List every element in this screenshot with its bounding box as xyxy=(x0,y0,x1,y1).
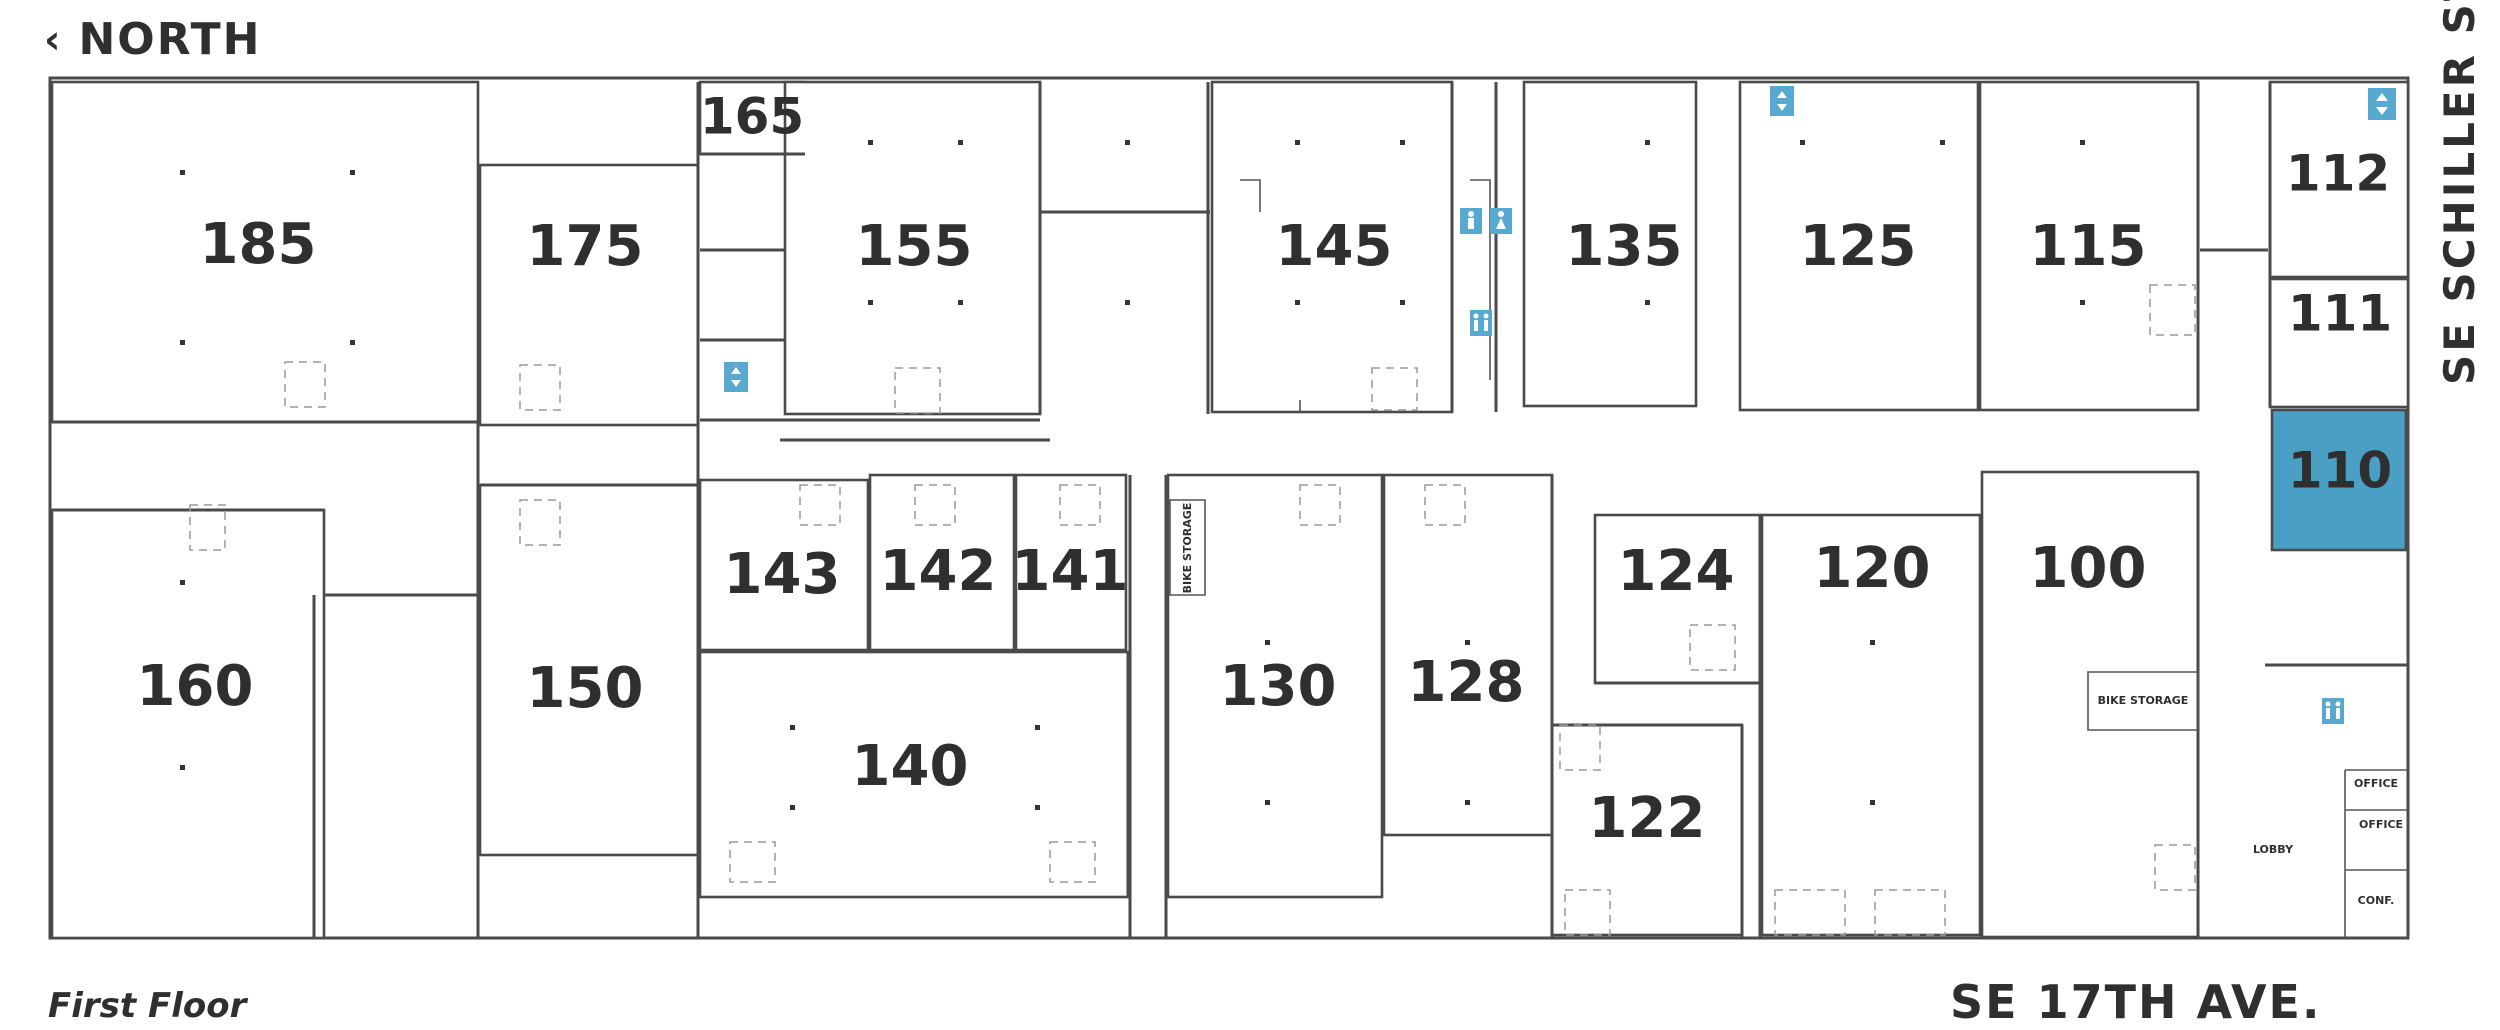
unit-110[interactable] xyxy=(2270,408,2408,552)
unit-140-label: 140 xyxy=(852,734,969,799)
unit-130[interactable] xyxy=(1166,473,1384,899)
loading-zone xyxy=(914,484,956,526)
conf-label: CONF. xyxy=(2358,894,2395,907)
unit-185-label: 185 xyxy=(200,212,317,277)
unit-175-label: 175 xyxy=(527,214,644,279)
unit-142[interactable] xyxy=(868,473,1016,652)
unit-112-label: 112 xyxy=(2286,145,2390,203)
restroom-icon xyxy=(1460,208,1512,234)
street-east-label: SE SCHILLER ST. xyxy=(2435,0,2484,385)
north-label: NORTH xyxy=(78,14,262,65)
chevron-left-icon: ‹ xyxy=(44,16,63,63)
unit-155-label: 155 xyxy=(856,214,973,279)
wall-south-east xyxy=(1550,475,1762,938)
unit-115-label: 115 xyxy=(2030,214,2147,279)
back-north-button[interactable]: ‹ NORTH xyxy=(44,14,261,65)
loading-zone xyxy=(1689,624,1736,671)
unit-175[interactable] xyxy=(478,163,700,427)
unit-141-label: 141 xyxy=(1012,539,1129,604)
unit-128-label: 128 xyxy=(1408,650,1525,715)
loading-zone xyxy=(284,361,326,408)
unit-141[interactable] xyxy=(1014,473,1128,652)
unit-100-label: 100 xyxy=(2030,536,2147,601)
wall-west xyxy=(52,82,700,938)
unit-111-label: 111 xyxy=(2288,285,2392,343)
bike-storage-box-1 xyxy=(1169,499,1206,596)
restroom-icon xyxy=(2322,698,2344,724)
loading-zone xyxy=(519,499,561,546)
unit-110-label: 110 xyxy=(2288,442,2392,500)
loading-zone xyxy=(1774,889,1846,936)
unit-120-label: 120 xyxy=(1814,536,1931,601)
loading-zone xyxy=(894,367,941,414)
wall-north-mid xyxy=(700,152,1050,442)
unit-122-label: 122 xyxy=(1589,786,1706,851)
unit-125[interactable] xyxy=(1738,80,1980,412)
wall-south-mid xyxy=(700,475,2408,940)
floor-label: First Floor xyxy=(48,986,247,1026)
unit-135[interactable] xyxy=(1522,80,1698,408)
office-label-1: OFFICE xyxy=(2354,777,2398,790)
elevator-icon xyxy=(724,362,748,392)
office-walls xyxy=(2344,769,2408,938)
loading-zone xyxy=(2154,844,2196,891)
restroom-icon xyxy=(1470,310,1492,336)
unit-100[interactable] xyxy=(1980,470,2200,939)
unit-165-label: 165 xyxy=(700,88,804,146)
unit-135-label: 135 xyxy=(1566,214,1683,279)
unit-150[interactable] xyxy=(478,483,700,857)
unit-120[interactable] xyxy=(1760,513,1982,937)
unit-143-label: 143 xyxy=(724,542,841,607)
elevator-icon xyxy=(1770,86,1794,116)
unit-125-label: 125 xyxy=(1800,214,1917,279)
bike-storage-box-2 xyxy=(2087,671,2199,731)
unit-145[interactable] xyxy=(1210,80,1454,414)
street-south-label: SE 17TH AVE. xyxy=(1950,975,2322,1029)
loading-zone xyxy=(1564,889,1611,936)
unit-130-label: 130 xyxy=(1220,654,1337,719)
unit-142-label: 142 xyxy=(880,539,997,604)
office-label-2: OFFICE xyxy=(2359,818,2403,831)
unit-155[interactable] xyxy=(783,80,1042,416)
unit-150-label: 150 xyxy=(527,656,644,721)
unit-111[interactable] xyxy=(2268,277,2410,409)
unit-185[interactable] xyxy=(50,80,480,424)
loading-zone xyxy=(1059,484,1101,526)
unit-128[interactable] xyxy=(1382,473,1554,837)
wall-north-corridor xyxy=(1038,82,1498,414)
bike-storage-label-1: BIKE STORAGE xyxy=(1181,503,1194,594)
elevator-icon xyxy=(2368,88,2396,120)
unit-140[interactable] xyxy=(698,650,1130,899)
loading-zone xyxy=(799,484,841,526)
lobby-label: LOBBY xyxy=(2253,843,2294,856)
loading-zone xyxy=(519,364,561,411)
unit-115[interactable] xyxy=(1978,80,2200,412)
loading-zone xyxy=(189,504,226,551)
unit-124-label: 124 xyxy=(1618,539,1735,604)
bike-storage-label-2: BIKE STORAGE xyxy=(2098,694,2189,707)
unit-145-label: 145 xyxy=(1276,214,1393,279)
loading-zone xyxy=(1874,889,1946,936)
unit-160[interactable] xyxy=(50,508,326,940)
loading-zone xyxy=(2149,284,2196,336)
loading-zone xyxy=(1299,484,1341,526)
loading-zone xyxy=(1424,484,1466,526)
loading-zone xyxy=(1559,724,1601,771)
unit-160-label: 160 xyxy=(137,654,254,719)
structural-columns xyxy=(180,140,2085,810)
